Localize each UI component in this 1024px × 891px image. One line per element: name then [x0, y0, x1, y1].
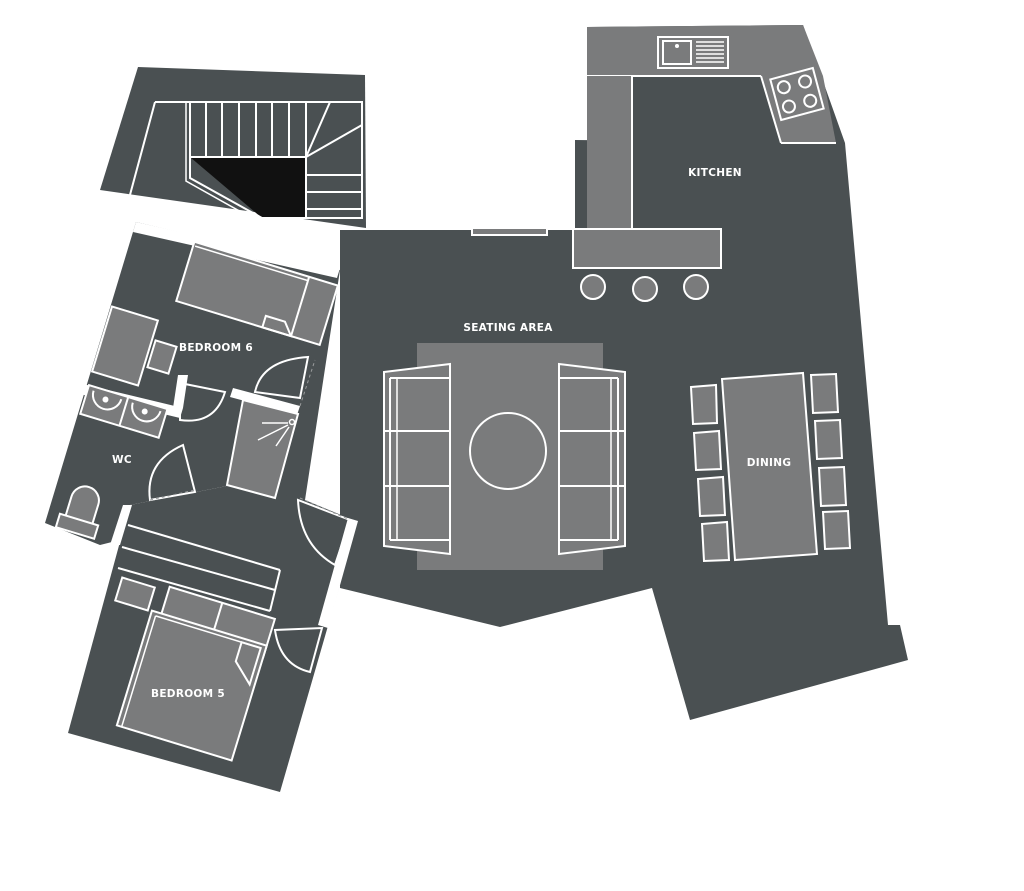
- hob-icon: [769, 66, 825, 122]
- washbasin-icon: [78, 383, 169, 440]
- stair-floor: [100, 67, 366, 228]
- sink-icon: [657, 36, 729, 69]
- room-label-wc: WC: [112, 454, 132, 466]
- door-swing: [179, 381, 227, 422]
- bedside-table: [113, 576, 157, 612]
- dining-table: [720, 371, 819, 562]
- room-label-kitchen: KITCHEN: [688, 167, 742, 179]
- toilet-icon: [54, 485, 100, 541]
- door-swing: [253, 355, 310, 400]
- dining-chairs: [689, 372, 852, 563]
- bar-stool: [683, 274, 709, 300]
- staircase-icon: [126, 101, 363, 223]
- door-swing: [148, 443, 197, 502]
- room-label-bedroom-6: BEDROOM 6: [179, 342, 253, 354]
- double-bed-icon: [115, 585, 277, 762]
- shower-tray: [225, 398, 300, 500]
- room-label-seating-area: SEATING AREA: [463, 322, 553, 334]
- window-sill: [471, 227, 548, 236]
- coffee-table: [469, 412, 547, 490]
- room-label-bedroom-5: BEDROOM 5: [151, 688, 225, 700]
- kitchen-island: [572, 228, 722, 269]
- room-label-dining: DINING: [746, 457, 792, 469]
- bed-icon: [175, 240, 340, 347]
- door-swing: [273, 626, 324, 674]
- sofa-left-icon: [383, 362, 451, 556]
- wardrobe: [90, 305, 160, 387]
- bar-stool: [632, 276, 658, 302]
- bedside-table: [146, 339, 178, 375]
- kitchen-counter-left: [587, 76, 632, 228]
- bar-stool: [580, 274, 606, 300]
- sofa-right-icon: [558, 362, 626, 556]
- shower-icon: [257, 418, 296, 447]
